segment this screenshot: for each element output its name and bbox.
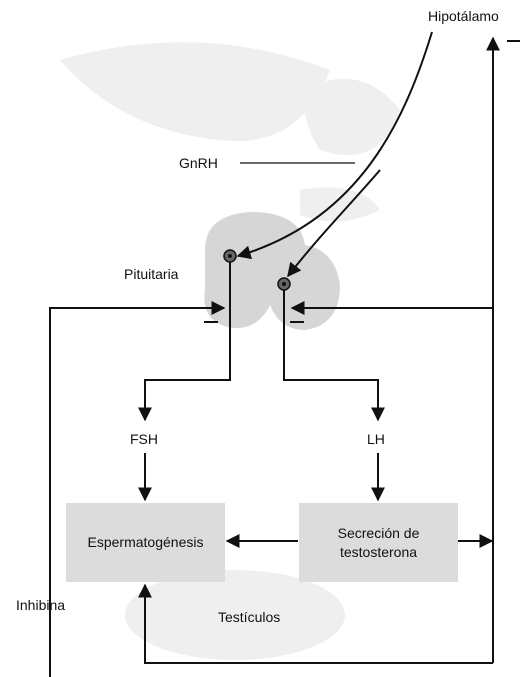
- minus-sign-anterior: [204, 321, 218, 323]
- gnrh-label: GnRH: [179, 155, 218, 171]
- spermatogenesis-text: Espermatogénesis: [88, 533, 204, 552]
- minus-sign-hypothalamus: [507, 40, 520, 42]
- pituitary-gland-shape: [204, 212, 340, 330]
- inhibin-label: Inhibina: [16, 597, 65, 613]
- lh-label: LH: [367, 431, 385, 447]
- pituitary-label: Pituitaria: [124, 266, 178, 282]
- testosterone-text-line1: Secreción de: [338, 524, 420, 543]
- spermatogenesis-box: Espermatogénesis: [66, 503, 225, 582]
- fsh-label: FSH: [130, 431, 158, 447]
- gnrh-to-posterior-arrow: [288, 170, 380, 276]
- posterior-neuron-core: [282, 282, 286, 286]
- minus-sign-posterior: [290, 321, 304, 323]
- hypothalamus-label: Hipotálamo: [428, 8, 499, 24]
- anterior-neuron-core: [228, 254, 232, 258]
- testosterone-secretion-box: Secreción de testosterona: [299, 503, 458, 582]
- testes-label: Testículos: [218, 609, 280, 625]
- testosterone-text-line2: testosterona: [340, 543, 417, 562]
